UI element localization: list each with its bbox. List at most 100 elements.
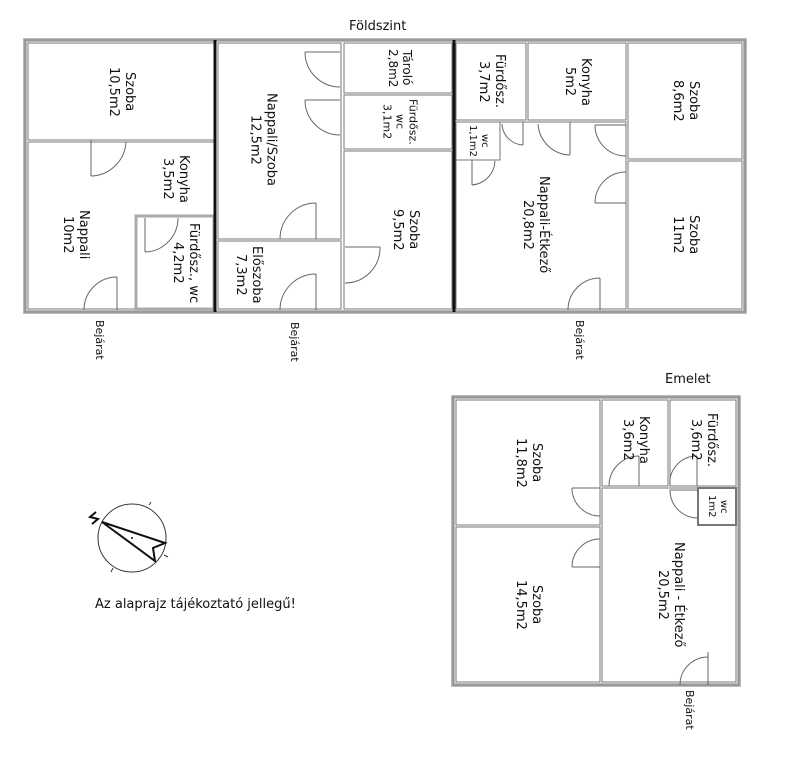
room-wall bbox=[217, 240, 342, 310]
room-area: 11,8m2 bbox=[513, 437, 528, 488]
room-wall bbox=[601, 487, 737, 683]
door-icon bbox=[90, 140, 127, 177]
room-area: 2,8m2 bbox=[386, 48, 400, 88]
room-area: 1,1m2 bbox=[467, 124, 478, 157]
door-icon bbox=[571, 487, 601, 517]
door-icon bbox=[537, 122, 571, 156]
door-icon bbox=[501, 122, 524, 146]
room-name: Konyha bbox=[636, 416, 651, 464]
room-name: Fürdősz., wc bbox=[186, 222, 201, 304]
room-area: 1m2 bbox=[706, 495, 717, 518]
compass-north-mark bbox=[87, 511, 101, 525]
room-name: Konyha bbox=[176, 155, 191, 203]
room-name: Nappali-Étkező bbox=[536, 176, 551, 274]
room-name: Nappali bbox=[76, 210, 91, 260]
door-icon bbox=[83, 276, 118, 311]
door-icon bbox=[608, 455, 640, 487]
room-wall bbox=[343, 42, 453, 94]
room-area: 9,5m2 bbox=[390, 209, 405, 251]
room-wall bbox=[343, 150, 453, 310]
room-area: 12,5m2 bbox=[247, 115, 263, 165]
door-icon bbox=[344, 246, 381, 284]
door-icon bbox=[279, 202, 317, 240]
room-name: Fürdősz. bbox=[492, 54, 507, 109]
door-icon bbox=[304, 99, 341, 136]
room-wall bbox=[455, 121, 627, 310]
entrance-label: Bejárat bbox=[683, 690, 696, 730]
room-wall bbox=[343, 94, 453, 150]
room-subname: wc bbox=[393, 114, 407, 130]
door-icon bbox=[571, 538, 601, 568]
room-area: 3,5m2 bbox=[160, 158, 175, 200]
room-area: 4,2m2 bbox=[170, 242, 185, 284]
disclaimer-note: Az alaprajz tájékoztató jellegű! bbox=[95, 597, 296, 612]
entrance-label: Bejárat bbox=[573, 320, 586, 360]
room-wall bbox=[627, 42, 743, 160]
room-name: Szoba bbox=[686, 81, 701, 121]
room-area: 3,6m2 bbox=[620, 419, 635, 461]
room-area: 10m2 bbox=[60, 216, 75, 254]
room-wall bbox=[455, 526, 601, 683]
room-name: wc bbox=[718, 499, 729, 514]
room-name: Fürdősz. bbox=[704, 412, 719, 468]
room-name: Nappali/Szoba bbox=[263, 93, 279, 187]
room-label: Fürdősz.3,6m2 bbox=[670, 405, 736, 475]
door-icon bbox=[304, 51, 341, 88]
room-name: wc bbox=[479, 134, 490, 148]
ground-outer-line bbox=[24, 39, 746, 313]
room-area: 7,3m2 bbox=[233, 254, 248, 296]
room-name: Fürdősz. bbox=[406, 99, 420, 145]
door-icon bbox=[471, 160, 496, 186]
room-wall bbox=[455, 42, 527, 121]
door-icon bbox=[679, 652, 709, 686]
room-wall bbox=[455, 399, 601, 526]
entrance-label: Bejárat bbox=[288, 322, 301, 362]
room-area: 3,6m2 bbox=[688, 419, 703, 461]
upper-outer-line bbox=[452, 396, 740, 686]
room-wall bbox=[527, 42, 627, 121]
room-name: Előszoba bbox=[249, 246, 264, 304]
door-icon bbox=[594, 171, 627, 204]
room-name: Szoba bbox=[406, 210, 421, 250]
room-wall bbox=[697, 487, 737, 526]
room-area: 20,8m2 bbox=[520, 200, 535, 250]
door-icon bbox=[567, 277, 601, 311]
room-area: 14,5m2 bbox=[513, 579, 528, 630]
room-area: 10,5m2 bbox=[106, 66, 121, 117]
door-icon bbox=[669, 455, 698, 487]
room-wall bbox=[627, 160, 743, 310]
room-area: 5m2 bbox=[562, 66, 577, 97]
room-name: Konyha bbox=[578, 57, 593, 106]
room-area: 20,5m2 bbox=[655, 570, 670, 620]
room-label: Fürdősz.3,7m2 bbox=[456, 43, 526, 120]
entrance-label: Bejárat bbox=[93, 320, 106, 360]
room-name: Tároló bbox=[400, 50, 414, 86]
door-icon bbox=[594, 124, 627, 157]
room-name: Szoba bbox=[529, 442, 544, 483]
door-icon bbox=[144, 217, 179, 253]
compass-icon bbox=[87, 501, 169, 573]
room-area: 8,6m2 bbox=[670, 80, 685, 122]
upper-floor-title: Emelet bbox=[665, 372, 711, 387]
ground-floor-title: Földszint bbox=[349, 19, 407, 34]
